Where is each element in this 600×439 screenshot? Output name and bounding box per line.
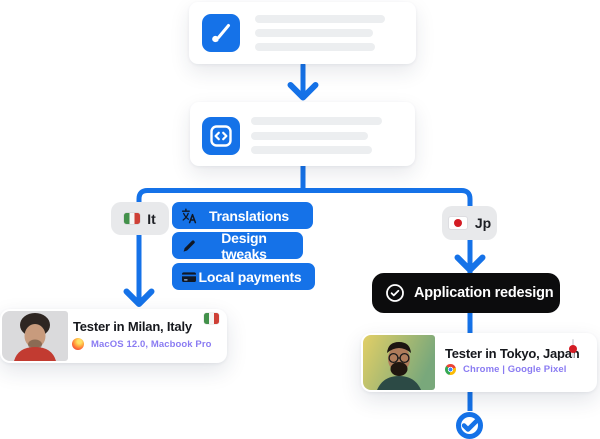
japan-flag-icon [447, 216, 468, 230]
step-card-code [190, 102, 415, 166]
firefox-icon [72, 338, 84, 350]
check-circle-icon [385, 283, 405, 303]
chrome-icon [445, 364, 456, 375]
skeleton-line [255, 43, 375, 51]
translate-icon [181, 208, 197, 224]
skeleton-line [255, 15, 385, 23]
locale-label: Jp [474, 215, 492, 231]
tester-card-subtitle: Chrome | Google Pixel [463, 364, 567, 375]
tester-photo-milan [2, 311, 68, 361]
check-icon [461, 418, 479, 432]
skeleton-line [251, 146, 372, 154]
task-chip-translations: Translations [172, 202, 313, 229]
italy-flag-icon [204, 313, 219, 324]
branch-rail [136, 188, 473, 411]
task-chip-design-tweaks: Design tweaks [172, 229, 303, 262]
locale-badge-japan: Jp [442, 206, 497, 240]
tester-card-title: Tester in Milan, Italy [73, 319, 192, 334]
locale-badge-italy: It [111, 202, 169, 235]
task-pill-application-redesign: Application redesign [372, 273, 560, 313]
tester-photo-tokyo [363, 335, 435, 390]
arrow-head-icon [123, 288, 155, 307]
tester-card-title: Tester in Tokyo, Japan [445, 346, 580, 361]
pen-icon [181, 238, 197, 254]
task-chip-label: Translations [208, 207, 290, 224]
skeleton-line [255, 29, 373, 37]
credit-card-icon [181, 269, 197, 285]
tester-card-subtitle: MacOS 12.0, Macbook Pro [91, 338, 212, 350]
task-pill-label: Application redesign [414, 285, 554, 301]
skeleton-line [251, 117, 382, 125]
code-icon [202, 117, 240, 155]
step-card-design [189, 2, 416, 64]
tester-card-tokyo: Tester in Tokyo, Japan Chrome | Google P… [361, 333, 597, 392]
skeleton-line [251, 132, 368, 140]
task-chip-label: Local payments [198, 268, 302, 285]
tester-card-milan: Tester in Milan, Italy MacOS 12.0, Macbo… [0, 309, 227, 363]
italy-flag-icon [124, 213, 141, 224]
japan-flag-icon [572, 339, 574, 358]
locale-label: It [147, 210, 156, 227]
brush-icon [202, 14, 240, 52]
task-chip-local-payments: Local payments [172, 263, 315, 290]
arrow-head-icon [454, 254, 486, 273]
arrow-head-icon [287, 82, 319, 101]
task-chip-label: Design tweaks [221, 229, 267, 262]
